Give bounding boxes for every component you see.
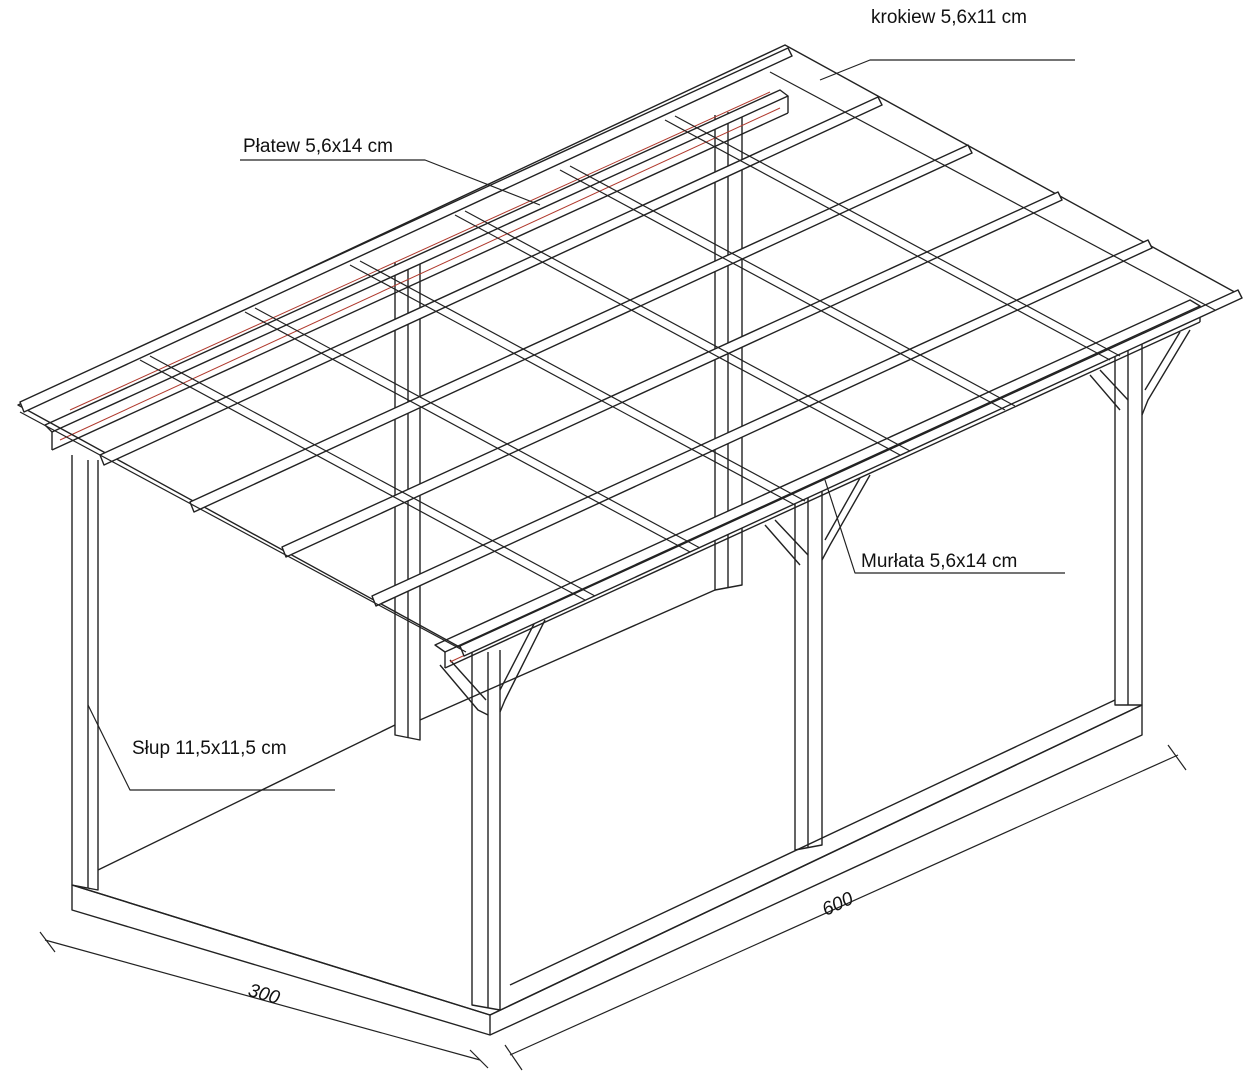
foundation-slab	[71, 589, 1143, 1036]
wall-plate-label: Murłata 5,6x14 cm	[861, 551, 1018, 572]
dimension-lines	[39, 744, 1187, 1071]
rafters	[19, 47, 1243, 657]
knee-braces	[439, 329, 1191, 716]
leader-lines	[87, 59, 1075, 791]
battens	[19, 71, 1216, 653]
purlin-label: Płatew 5,6x14 cm	[243, 136, 393, 157]
posts	[71, 110, 1143, 1011]
rafter-label: krokiew 5,6x11 cm	[871, 7, 1027, 28]
wall-plates	[44, 89, 1201, 669]
post-label: Słup 11,5x11,5 cm	[132, 738, 287, 759]
